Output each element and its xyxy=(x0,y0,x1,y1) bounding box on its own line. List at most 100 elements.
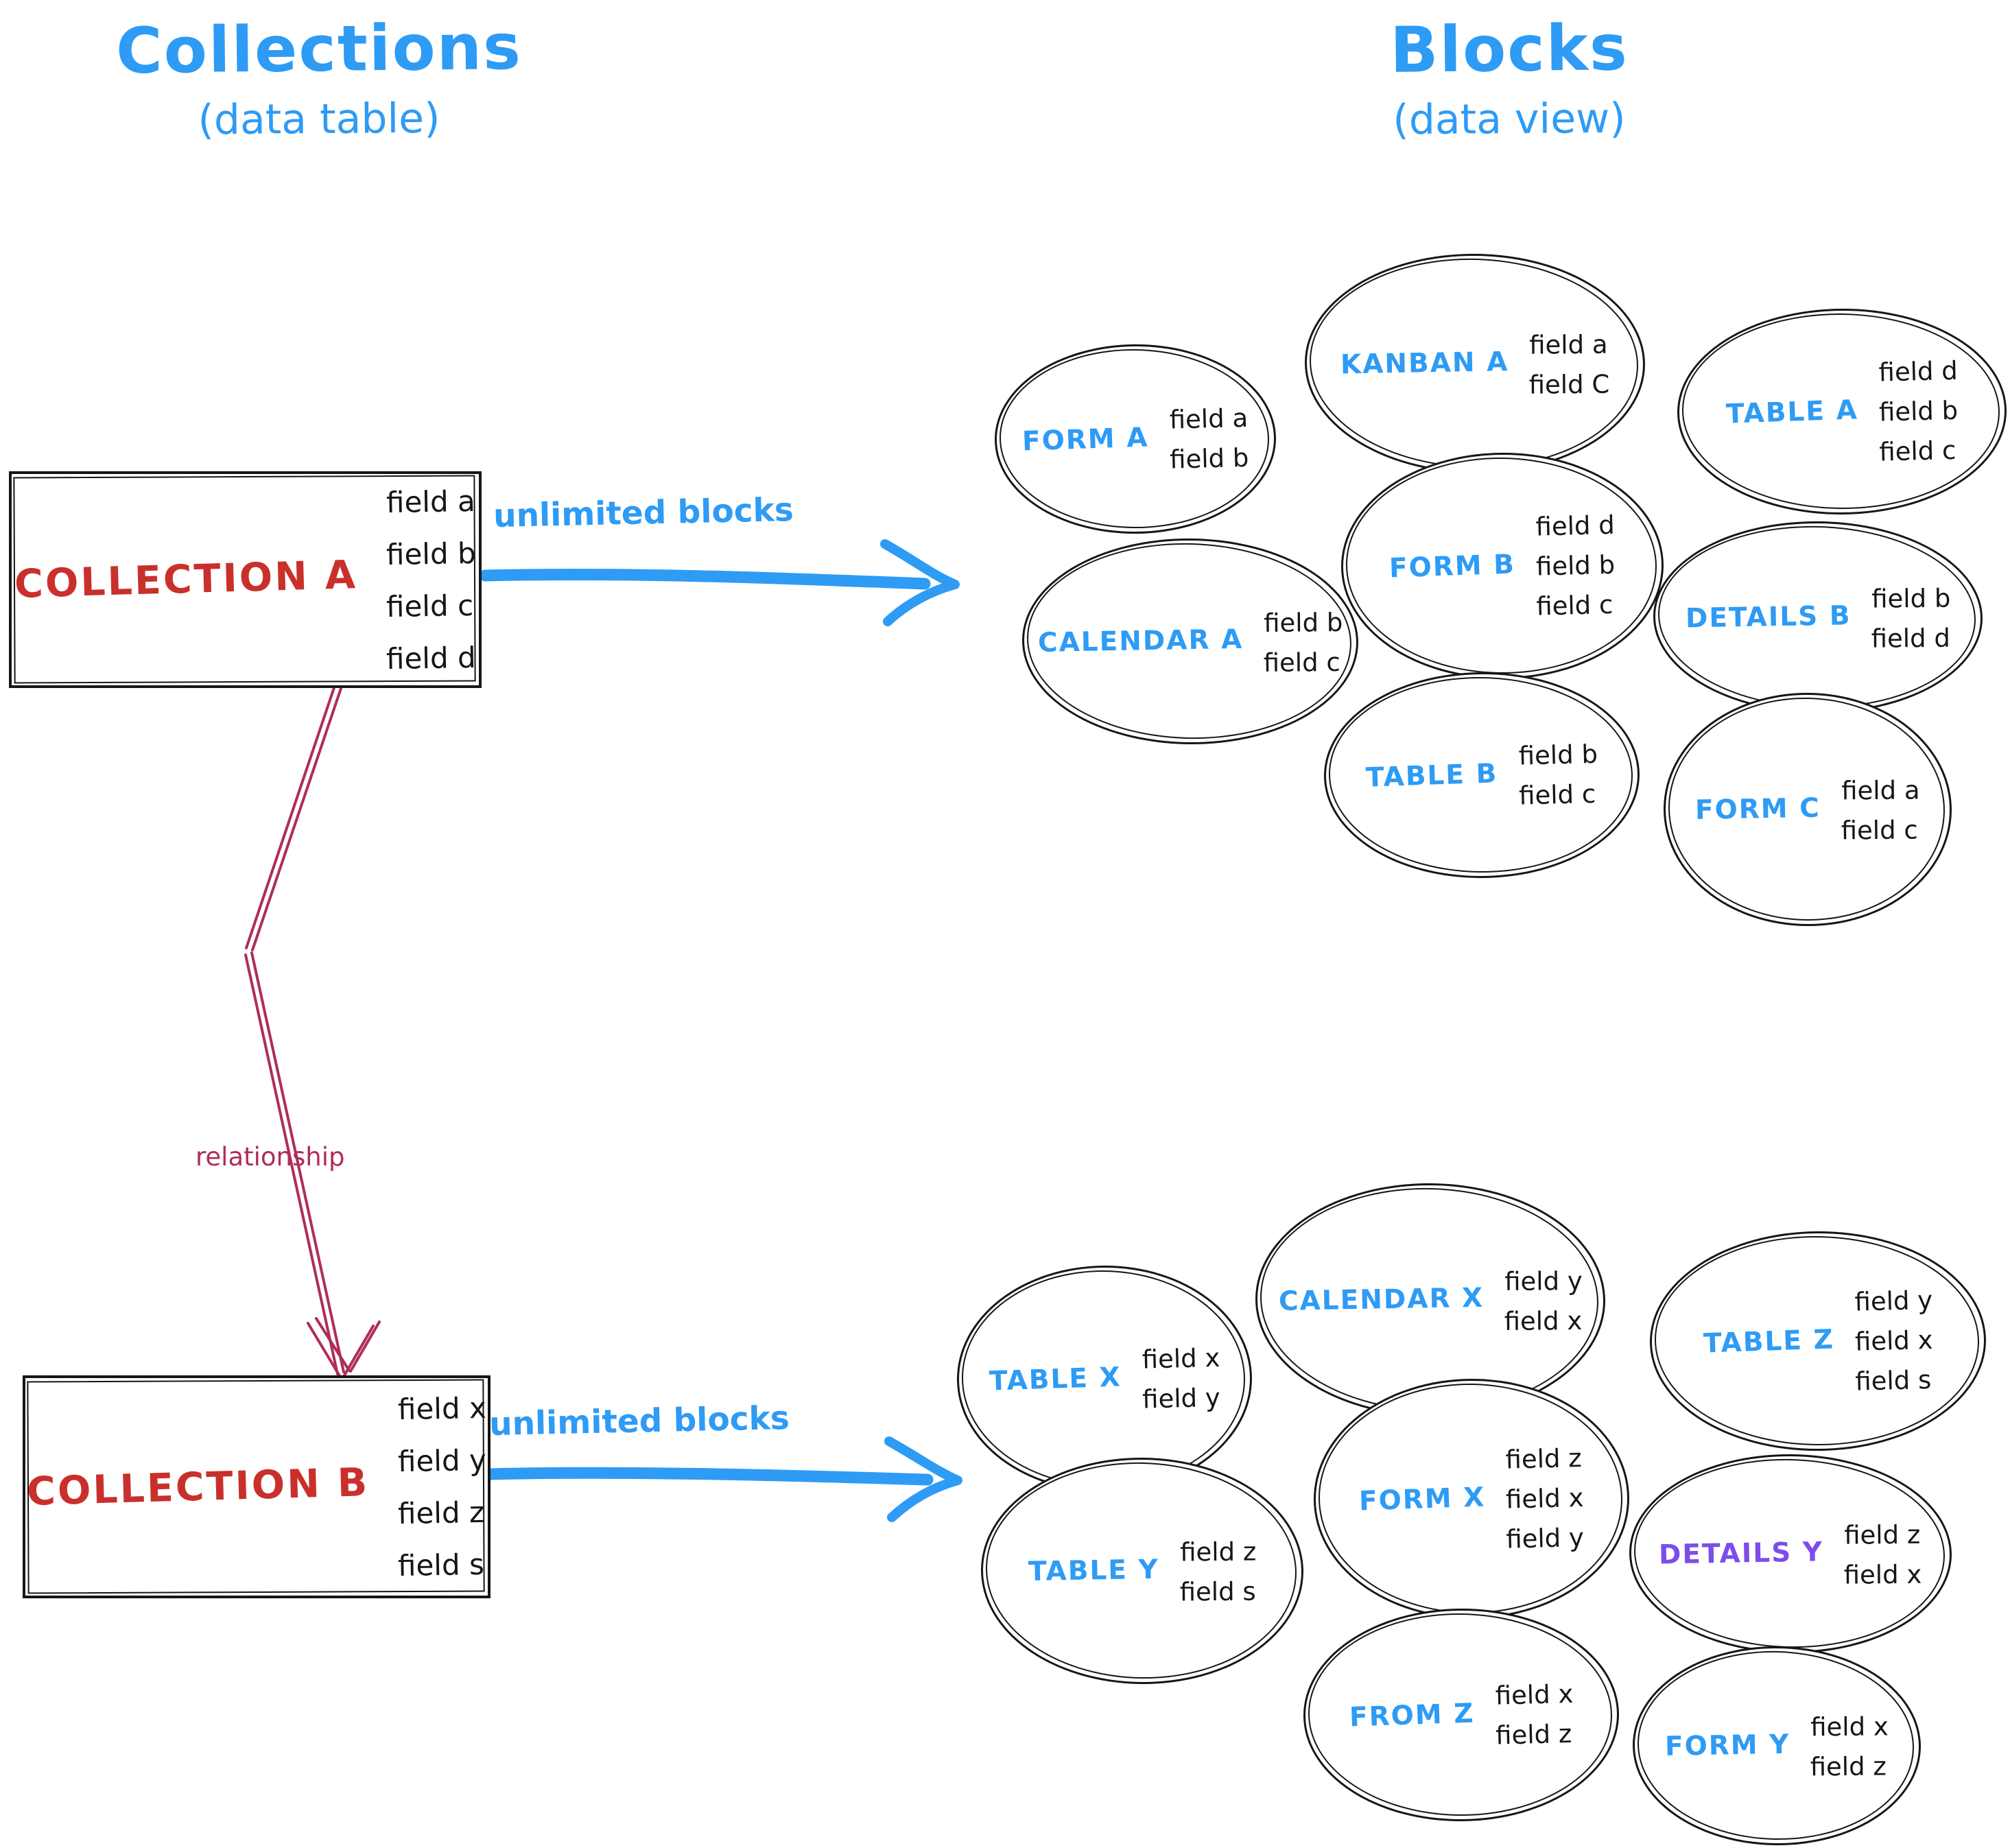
block-table-a: TABLE A field d field b field c xyxy=(1676,307,2008,516)
block-label: TABLE Y xyxy=(1028,1554,1160,1587)
blocks-subtitle: (data view) xyxy=(1393,94,1626,145)
collection-field: field d xyxy=(386,640,477,676)
collection-field: field y xyxy=(397,1443,487,1479)
block-field: field a xyxy=(1841,774,1920,805)
block-form-b: FORM B field d field b field c xyxy=(1340,451,1665,680)
block-field: field z xyxy=(1495,1718,1572,1751)
block-table-y: TABLE Y field z field s xyxy=(980,1456,1305,1686)
block-field: field c xyxy=(1518,779,1596,811)
block-fields: field x field z xyxy=(1810,1711,1889,1781)
block-fields: field a field C xyxy=(1529,329,1610,399)
block-field: field y xyxy=(1504,1266,1583,1296)
block-label: CALENDAR X xyxy=(1278,1282,1485,1317)
block-label: FORM A xyxy=(1021,421,1150,458)
block-label: TABLE A xyxy=(1725,394,1859,430)
collections-title-group: Collections (data table) xyxy=(115,10,523,145)
block-form-x: FORM X field z field x field y xyxy=(1312,1377,1631,1620)
block-fields: field x field z xyxy=(1494,1679,1574,1751)
collection-b-fields: field x field y field z field s xyxy=(397,1391,487,1583)
block-label: DETAILS Y xyxy=(1658,1536,1824,1570)
block-field: field z xyxy=(1810,1751,1887,1781)
block-fields: field z field s xyxy=(1179,1537,1256,1607)
relationship-label: relationship xyxy=(196,1142,345,1172)
block-fields: field z field x field y xyxy=(1505,1443,1585,1554)
block-field: field c xyxy=(1878,435,1956,467)
unlimited-blocks-label-a: unlimited blocks xyxy=(493,490,794,536)
block-field: field c xyxy=(1263,647,1340,678)
block-field: field y xyxy=(1142,1382,1220,1414)
blocks-title: Blocks xyxy=(1389,11,1629,87)
block-label: TABLE B xyxy=(1365,757,1499,794)
blocks-title-group: Blocks (data view) xyxy=(1389,11,1629,145)
block-from-z: FROM Z field x field z xyxy=(1302,1607,1620,1823)
block-field: field d xyxy=(1871,623,1951,654)
block-field: field z xyxy=(1844,1519,1921,1550)
block-label: FORM B xyxy=(1388,548,1517,584)
collection-a-fields: field a field b field c field d xyxy=(386,484,477,676)
block-kanban-a: KANBAN A field a field C xyxy=(1303,252,1646,475)
block-field: field x xyxy=(1505,1482,1585,1515)
collection-a-name: COLLECTION A xyxy=(14,552,358,607)
block-fields: field a field c xyxy=(1841,775,1920,845)
block-field: field s xyxy=(1854,1364,1932,1397)
block-field: field y xyxy=(1854,1285,1933,1317)
block-field: field x xyxy=(1504,1305,1583,1336)
block-label: FORM C xyxy=(1695,792,1821,826)
block-label: KANBAN A xyxy=(1340,346,1509,380)
block-label: TABLE Z xyxy=(1703,1323,1835,1360)
block-fields: field z field x xyxy=(1844,1519,1922,1589)
block-fields: field a field b xyxy=(1169,403,1249,475)
block-fields: field b field c xyxy=(1264,607,1343,677)
block-field: field x xyxy=(1494,1679,1574,1711)
block-label: FORM X xyxy=(1358,1481,1487,1517)
block-field: field s xyxy=(1179,1576,1256,1607)
block-field: field c xyxy=(1841,814,1919,845)
collection-field: field b xyxy=(386,536,477,571)
block-calendar-a: CALENDAR A field b field c xyxy=(1021,536,1360,746)
block-field: field b xyxy=(1169,442,1249,475)
block-field: field y xyxy=(1506,1522,1585,1554)
collection-b-box: COLLECTION B field x field y field z fie… xyxy=(23,1375,490,1598)
block-field: field b xyxy=(1878,395,1959,427)
collection-field: field c xyxy=(386,588,474,624)
block-field: field b xyxy=(1871,583,1951,614)
block-table-z: TABLE Z field y field x field s xyxy=(1648,1230,1987,1452)
block-field: field z xyxy=(1505,1443,1583,1475)
block-field: field C xyxy=(1528,369,1610,400)
block-field: field b xyxy=(1264,607,1343,638)
block-field: field d xyxy=(1535,510,1616,542)
block-form-a: FORM A field a field b xyxy=(994,343,1277,535)
block-field: field b xyxy=(1517,739,1598,771)
block-fields: field b field d xyxy=(1871,583,1951,653)
block-field: field a xyxy=(1529,329,1608,360)
unlimited-blocks-arrow-b xyxy=(483,1436,962,1522)
block-field: field x xyxy=(1810,1711,1889,1742)
block-form-y: FORM Y field x field z xyxy=(1631,1645,1922,1847)
block-fields: field y field x xyxy=(1504,1266,1582,1336)
block-details-b: DETAILS B field b field d xyxy=(1652,519,1984,715)
block-field: field z xyxy=(1179,1536,1257,1567)
collection-field: field a xyxy=(386,484,476,519)
block-table-x: TABLE X field x field y xyxy=(956,1264,1253,1493)
collection-a-box: COLLECTION A field a field b field c fie… xyxy=(9,471,482,688)
block-field: field d xyxy=(1878,355,1959,388)
block-field: field b xyxy=(1535,549,1616,582)
block-label: TABLE X xyxy=(989,1361,1122,1397)
unlimited-blocks-arrow-a xyxy=(479,539,960,626)
collection-field: field z xyxy=(397,1495,485,1531)
collections-title: Collections xyxy=(115,10,523,88)
block-field: field x xyxy=(1843,1559,1922,1590)
block-label: DETAILS B xyxy=(1685,600,1852,634)
block-label: FORM Y xyxy=(1664,1729,1790,1762)
block-label: FROM Z xyxy=(1349,1697,1476,1733)
block-field: field x xyxy=(1141,1342,1220,1375)
collection-field: field s xyxy=(397,1547,485,1583)
block-form-c: FORM C field a field c xyxy=(1662,691,1953,927)
block-table-b: TABLE B field b field c xyxy=(1323,671,1641,879)
block-field: field c xyxy=(1536,589,1614,621)
unlimited-blocks-label-b: unlimited blocks xyxy=(488,1399,790,1444)
collection-b-name: COLLECTION B xyxy=(26,1459,370,1515)
block-fields: field d field b field c xyxy=(1878,355,1959,467)
collections-subtitle: (data table) xyxy=(198,94,440,145)
